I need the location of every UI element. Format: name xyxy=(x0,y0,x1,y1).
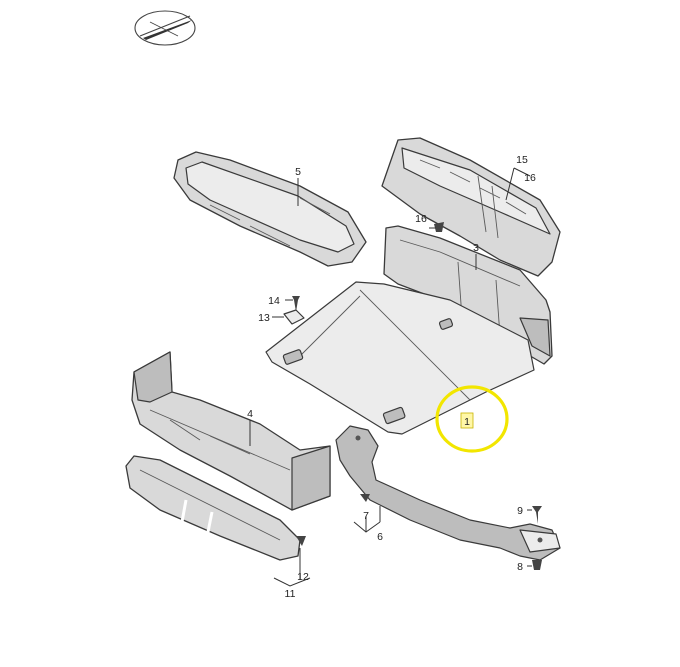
callout-6[interactable]: 6 xyxy=(377,531,383,543)
callout-3[interactable]: 3 xyxy=(473,242,479,254)
fastener-14-screw[interactable] xyxy=(292,296,300,312)
callout-4[interactable]: 4 xyxy=(247,408,253,420)
leader-lines xyxy=(249,167,532,587)
fastener-8-nut[interactable] xyxy=(532,560,542,570)
callout-1[interactable]: 1 xyxy=(460,412,474,429)
part-1-floor-panel[interactable] xyxy=(265,281,535,435)
callout-7[interactable]: 7 xyxy=(363,510,369,522)
callout-16-lower[interactable]: 16 xyxy=(415,213,427,225)
part-3-rear-panel[interactable] xyxy=(383,225,553,365)
callout-14[interactable]: 14 xyxy=(268,295,280,307)
callout-16-upper[interactable]: 16 xyxy=(524,172,536,184)
callout-12[interactable]: 12 xyxy=(297,571,309,583)
part-5-tray[interactable] xyxy=(173,151,367,267)
brand-logo xyxy=(134,10,196,46)
fastener-7-clip[interactable] xyxy=(360,494,370,502)
fastener-9-bolt[interactable] xyxy=(532,506,542,524)
part-6-crossmember[interactable] xyxy=(335,425,561,561)
callout-5[interactable]: 5 xyxy=(295,166,301,178)
part-15-sill-trim[interactable] xyxy=(381,137,561,277)
fastener-13-clip[interactable] xyxy=(283,309,305,325)
highlight-ring xyxy=(435,385,509,453)
svg-text:1: 1 xyxy=(464,416,470,428)
fastener-16-clip[interactable] xyxy=(434,222,444,232)
callout-8[interactable]: 8 xyxy=(517,561,523,573)
callout-11[interactable]: 11 xyxy=(285,588,296,600)
callout-13[interactable]: 13 xyxy=(258,312,270,324)
part-11-trim-strip[interactable] xyxy=(125,455,301,561)
callout-9[interactable]: 9 xyxy=(517,505,523,517)
callout-15[interactable]: 15 xyxy=(516,154,528,166)
fastener-12-clip[interactable] xyxy=(296,536,306,546)
part-4-side-box[interactable] xyxy=(131,351,331,511)
